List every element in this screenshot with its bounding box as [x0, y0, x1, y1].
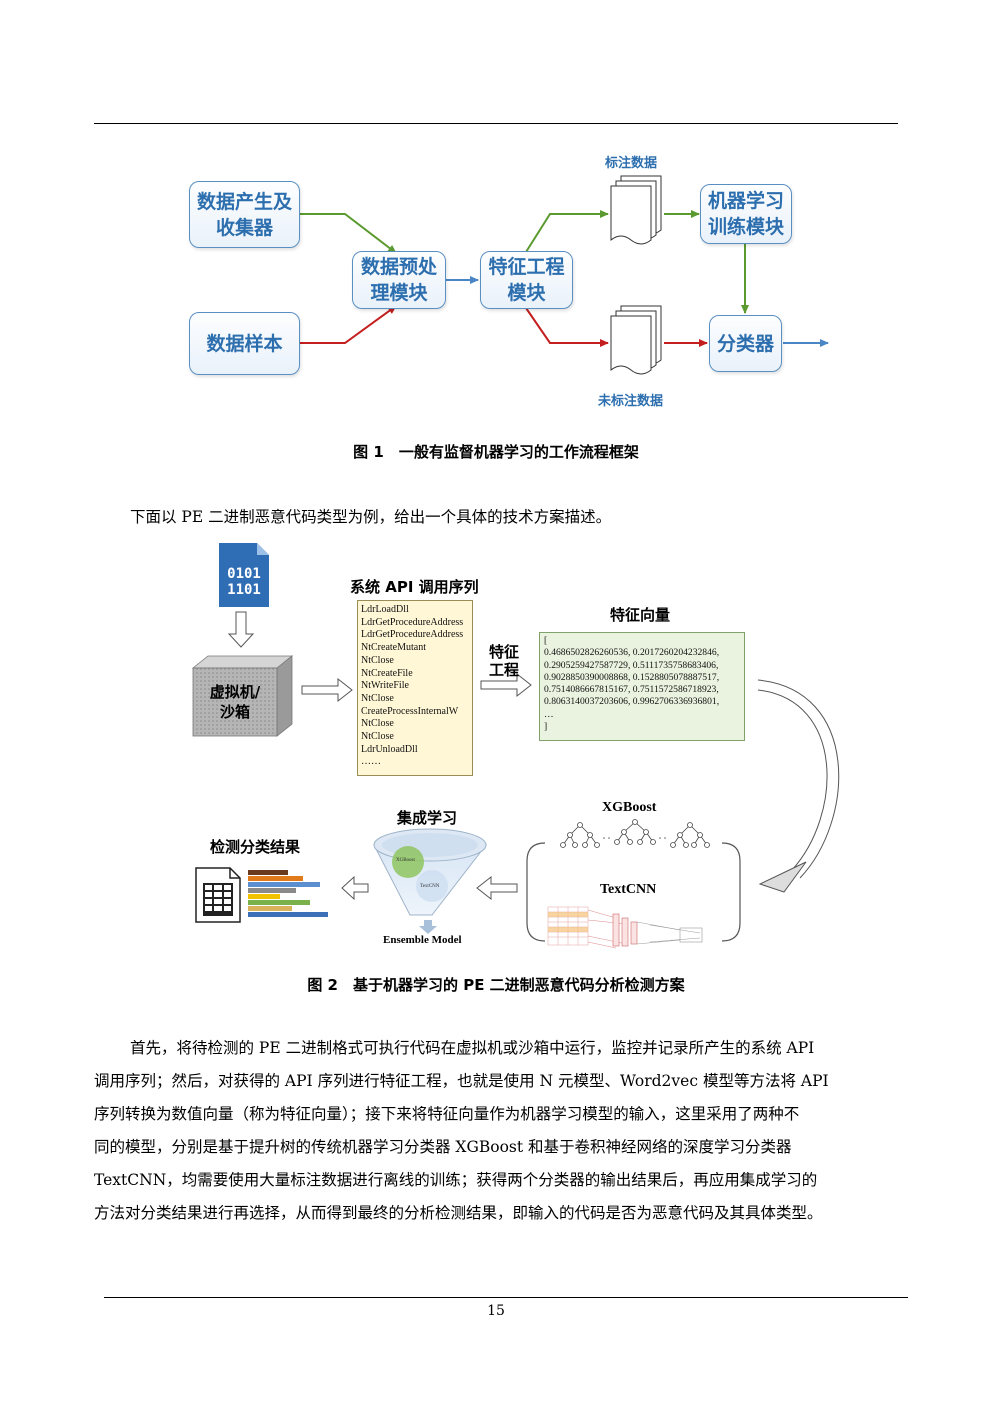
binary-line-2: 1101 [227, 582, 261, 598]
feature-engineering-box: 特征工程 模块 [480, 251, 573, 309]
api-call-item: LdrGetProcedureAddress [361, 629, 464, 641]
api-call-item: CreateProcessInternalW [361, 705, 459, 717]
figure1-caption: 图 1 一般有监督机器学习的工作流程框架 [353, 443, 639, 461]
vector-line: 0.2905259427587729, 0.5111735758683406, [544, 659, 719, 671]
api-call-item: LdrLoadDll [361, 604, 409, 615]
api-call-item: …… [361, 756, 381, 768]
arrow-models-ensemble [476, 875, 518, 901]
ensemble-model-caption: Ensemble Model [383, 934, 462, 946]
paragraph-line-1: 首先，将待检测的 PE 二进制格式可执行代码在虚拟机或沙箱中运行，监控并记录所产… [130, 1039, 815, 1057]
models-bracket [526, 842, 741, 942]
classifier-box: 分类器 [709, 315, 782, 372]
curved-arrow-vector-models [757, 679, 840, 879]
data-sample-box: 数据样本 [189, 312, 300, 375]
labeled-data-doc-icon [610, 175, 662, 245]
arrow-collector-preprocess [300, 213, 397, 254]
api-call-item: NtWriteFile [361, 680, 409, 692]
vm-sandbox-label: 虚拟机/ 沙箱 [209, 683, 261, 721]
ensemble-textcnn-text: TextCNN [420, 884, 440, 889]
api-sequence-title: 系统 API 调用序列 [350, 578, 479, 596]
detection-result-title: 检测分类结果 [210, 838, 301, 856]
feature-vector-title: 特征向量 [610, 606, 671, 624]
vm-sandbox-cube [191, 655, 294, 737]
footer-rule [104, 1297, 908, 1298]
unlabeled-data-doc-icon [610, 305, 662, 375]
arrow-api-vector [480, 672, 532, 698]
feature-engineering-label: 特征 工程 [489, 643, 520, 679]
binary-line-1: 0101 [227, 566, 261, 582]
arrow-file-vm [227, 611, 255, 648]
vector-line: ] [544, 721, 548, 733]
vector-line: 0.9028850390008868, 0.1528805078887517, [544, 671, 720, 683]
arrow-feature-unlabeled [525, 307, 609, 347]
unlabeled-data-label: 未标注数据 [598, 394, 664, 409]
paragraph-line-2: 调用序列；然后，对获得的 API 序列进行特征工程，也就是使用 N 元模型、Wo… [94, 1072, 829, 1090]
figure2-graphics [191, 543, 840, 949]
intro-sentence: 下面以 PE 二进制恶意代码类型为例，给出一个具体的技术方案描述。 [130, 508, 612, 526]
ml-training-box: 机器学习 训练模块 [700, 184, 792, 244]
api-call-item: NtClose [361, 731, 394, 743]
api-call-item: NtClose [361, 692, 394, 704]
result-table-chart-icon [195, 867, 328, 923]
vector-line: 0.8063140037203606, 0.9962706336936801, [544, 696, 720, 708]
xgboost-label: XGBoost [602, 800, 657, 815]
ensemble-learning-title: 集成学习 [397, 809, 458, 827]
xgboost-tree-icons [560, 819, 710, 848]
api-call-item: LdrUnloadDll [361, 743, 418, 755]
paragraph-line-5: TextCNN，均需要使用大量标注数据进行离线的训练；获得两个分类器的输出结果后… [94, 1171, 818, 1189]
figure2-caption: 图 2 基于机器学习的 PE 二进制恶意代码分析检测方案 [307, 976, 685, 994]
vector-line: … [544, 708, 554, 720]
paragraph-line-3: 序列转换为数值向量（称为特征向量）；接下来将特征向量作为机器学习模型的输入，这里… [94, 1105, 800, 1123]
paragraph-line-4: 同的模型，分别是基于提升树的传统机器学习分类器 XGBoost 和基于卷积神经网… [94, 1138, 792, 1156]
api-call-item: LdrGetProcedureAddress [361, 616, 464, 628]
binary-file-icon [219, 543, 269, 607]
api-call-item: NtClose [361, 654, 394, 666]
textcnn-label: TextCNN [600, 882, 657, 897]
arrow-vm-api [301, 677, 353, 703]
labeled-data-label: 标注数据 [605, 156, 658, 171]
arrow-feature-labeled [525, 210, 609, 253]
vector-line: 0.7514086667815167, 0.7511572586718923, [544, 684, 719, 696]
page-number: 15 [487, 1303, 505, 1319]
vector-line: 0.4686502826260536, 0.2017260204232846, [544, 647, 720, 659]
feature-vector-box: [0.4686502826260536, 0.2017260204232846,… [539, 632, 745, 741]
data-collector-box: 数据产生及 收集器 [189, 181, 300, 248]
api-call-item: NtClose [361, 718, 394, 730]
body-paragraph: 首先，将待检测的 PE 二进制格式可执行代码在虚拟机或沙箱中运行，监控并记录所产… [94, 1032, 898, 1230]
ensemble-xgboost-text: XGBoost [396, 858, 415, 863]
ensemble-funnel [373, 828, 488, 934]
arrow-sample-preprocess [300, 305, 397, 344]
preprocess-module-box: 数据预处 理模块 [352, 251, 446, 309]
curved-arrow-head [758, 861, 807, 893]
arrow-ensemble-result [341, 875, 369, 901]
paragraph-line-6: 方法对分类结果进行再选择，从而得到最终的分析检测结果，即输入的代码是否为恶意代码… [94, 1204, 823, 1222]
figure1-arrows [300, 175, 829, 375]
api-call-item: NtCreateMutant [361, 642, 426, 654]
textcnn-network-icon [547, 906, 703, 949]
binary-file-text: 0101 1101 [219, 566, 269, 598]
vector-line: [ [544, 635, 548, 646]
header-rule [94, 123, 898, 124]
api-call-item: NtCreateFile [361, 667, 413, 679]
